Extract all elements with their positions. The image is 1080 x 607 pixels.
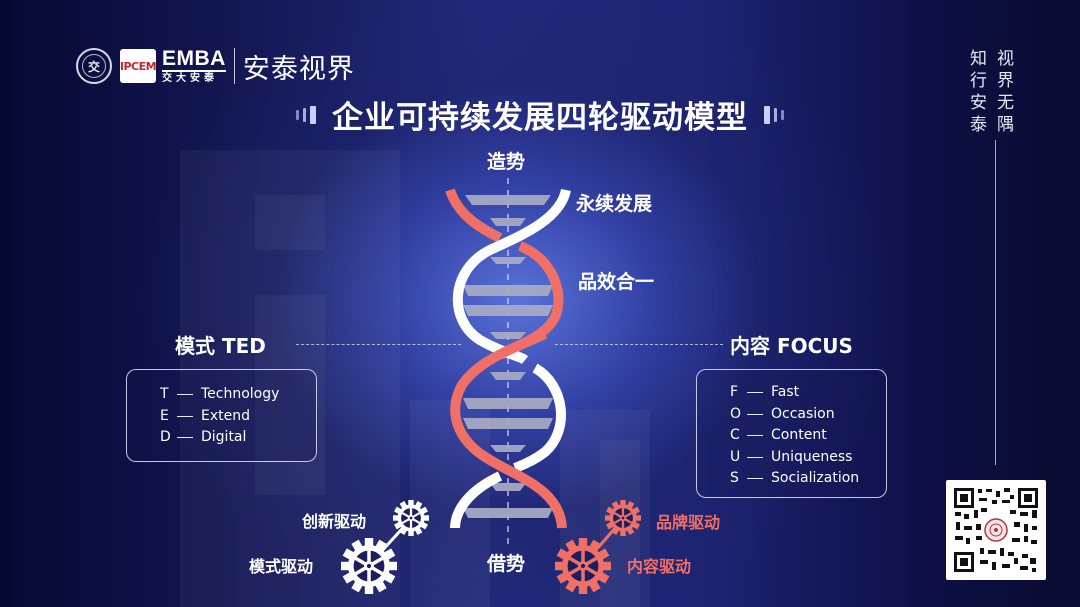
title-decoration-right-icon xyxy=(764,105,784,124)
slogan-divider-line xyxy=(995,140,996,465)
university-seal-icon: 交 xyxy=(76,48,112,84)
header-logos: 交 IPCEM EMBA 交大安泰 安泰视界 xyxy=(76,46,355,86)
ipcem-badge-icon: IPCEM xyxy=(120,49,157,83)
gear-icon xyxy=(339,536,399,596)
dna-helix-icon xyxy=(445,178,571,548)
driver-label-content: 内容驱动 xyxy=(627,557,692,576)
background-building xyxy=(180,150,400,607)
qr-code-icon xyxy=(952,486,1040,574)
list-item: T Technology xyxy=(160,386,280,402)
logo-divider xyxy=(233,48,235,84)
milestone-label: 品效合一 xyxy=(578,271,655,293)
gear-icon xyxy=(603,498,643,538)
driver-label-brand: 品牌驱动 xyxy=(656,513,721,532)
slogan-column-right: 视 界 无 隅 xyxy=(997,49,1014,135)
milestone-label: 永续发展 xyxy=(576,193,653,215)
qr-code-card[interactable] xyxy=(946,480,1046,580)
page-title: 企业可持续发展四轮驱动模型 xyxy=(332,100,748,136)
axis-bottom-label: 借势 xyxy=(487,553,526,575)
list-item: O Occasion xyxy=(730,405,835,422)
title-decoration-left-icon xyxy=(296,105,316,124)
emba-text: EMBA xyxy=(162,47,226,72)
ted-section-title: 模式 TED xyxy=(175,334,266,358)
driver-label-model: 模式驱动 xyxy=(249,557,314,576)
list-item: U Uniqueness xyxy=(730,448,853,465)
ted-box: T Technology E Extend D Digital xyxy=(126,369,317,462)
vertical-slogan: 知 行 安 泰 视 界 无 隅 xyxy=(970,48,1014,136)
list-item: C Content xyxy=(730,427,827,443)
horizontal-dashed-line-left xyxy=(296,344,461,345)
horizontal-dashed-line-right xyxy=(555,344,723,345)
list-item: F Fast xyxy=(730,384,800,400)
driver-label-innovation: 创新驱动 xyxy=(302,512,367,531)
gear-icon xyxy=(553,536,613,596)
background-building xyxy=(255,195,325,250)
list-item: D Digital xyxy=(160,429,247,445)
focus-box: F Fast O Occasion C Content U Uniqueness… xyxy=(696,369,887,498)
emba-subtitle: 交大安泰 xyxy=(162,73,218,84)
list-item: E Extend xyxy=(160,407,250,424)
background-building xyxy=(410,400,490,607)
title-row: 企业可持续发展四轮驱动模型 xyxy=(0,92,1080,137)
brand-name: 安泰视界 xyxy=(242,53,355,85)
emba-logo: EMBA 交大安泰 xyxy=(162,48,226,84)
focus-section-title: 内容 FOCUS xyxy=(730,334,853,358)
axis-top-label: 造势 xyxy=(487,151,526,173)
slogan-column-left: 知 行 安 泰 xyxy=(970,49,987,135)
list-item: S Socialization xyxy=(730,470,860,486)
